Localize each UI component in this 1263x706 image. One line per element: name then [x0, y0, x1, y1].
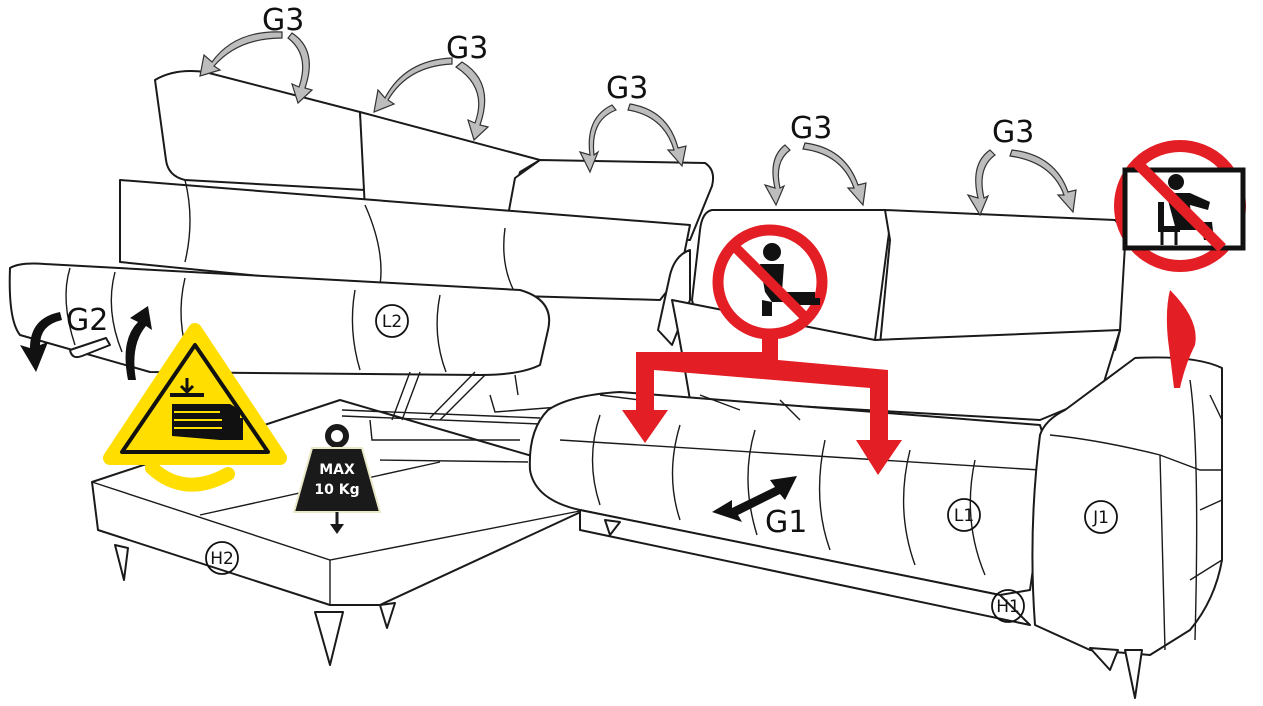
- label-g3: G3: [446, 31, 488, 66]
- leg-right-front: [1125, 650, 1142, 698]
- label-j1: J1: [1092, 508, 1109, 528]
- rotate-arrow-icon: [200, 32, 282, 76]
- label-l2: L2: [382, 312, 402, 332]
- rotate-arrow-icon: [628, 104, 686, 166]
- rotate-arrow-icon: [968, 150, 995, 215]
- headrest-right-2: [880, 210, 1125, 350]
- rotate-arrow-icon: [288, 33, 312, 103]
- label-g3: G3: [992, 115, 1034, 150]
- label-g3: G3: [262, 3, 304, 38]
- chaise-leg-left: [115, 545, 128, 580]
- leg-right-mid: [1090, 648, 1118, 670]
- no-sitting-headrest-sign: [1120, 146, 1243, 388]
- label-h2: H2: [210, 549, 234, 569]
- chaise-leg-front: [315, 612, 343, 665]
- label-h1: H1: [996, 597, 1020, 617]
- label-g3: G3: [606, 71, 648, 106]
- label-g2: G2: [66, 303, 108, 338]
- rotate-arrow-icon: [1010, 150, 1076, 212]
- rotate-arrow-icon: [456, 62, 488, 140]
- rotate-arrow-icon: [803, 143, 866, 205]
- headrest-left-1: [155, 71, 365, 190]
- chaise-leg-right: [380, 603, 395, 628]
- rotate-arrow-icon: [765, 145, 790, 205]
- weight-value-label: 10 Kg: [314, 482, 359, 498]
- label-l1: L1: [954, 506, 974, 526]
- label-g1: G1: [765, 505, 807, 540]
- rotate-arrow-icon: [374, 58, 452, 112]
- label-g3: G3: [790, 111, 832, 146]
- weight-max-label: MAX: [319, 462, 355, 478]
